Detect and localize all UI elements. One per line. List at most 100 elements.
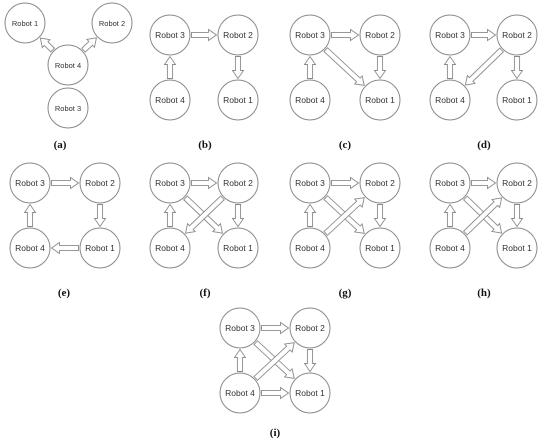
- node-r2: Robot 2: [217, 162, 259, 204]
- node-label: Robot 3: [225, 323, 255, 333]
- arrow-r3-to-r2: [471, 176, 497, 190]
- node-label: Robot 2: [365, 30, 395, 40]
- arrow-r2-to-r1: [510, 56, 524, 80]
- node-r4: Robot 4: [289, 79, 331, 121]
- node-r4: Robot 4: [219, 372, 261, 414]
- arrow-r2-to-r4: [464, 47, 505, 86]
- panel-caption: (b): [198, 139, 212, 151]
- node-r3: Robot 3: [289, 162, 331, 204]
- arrow-r3-to-r2: [51, 176, 80, 190]
- arrow-r2-to-r1: [373, 56, 387, 80]
- arrow-r3-to-r2: [191, 176, 218, 190]
- node-circle: [289, 14, 331, 56]
- arrow-r4-to-r3: [303, 55, 317, 79]
- panel-caption: (g): [339, 287, 352, 299]
- node-r4: Robot 4: [149, 79, 191, 121]
- node-circle: [429, 79, 471, 121]
- edges-d: [443, 28, 524, 86]
- node-r3: Robot 3: [429, 162, 471, 204]
- node-circle: [289, 79, 331, 121]
- edges-a: [39, 37, 98, 53]
- arrow-r4-to-r1: [261, 386, 290, 400]
- panel-caption: (c): [339, 139, 352, 151]
- node-label: Robot 1: [295, 388, 325, 398]
- panel-a: Robot 1 Robot 2 Robot 4 Robot 3 (a): [4, 2, 133, 151]
- arrow-r2-to-r1: [93, 204, 107, 228]
- node-label: Robot 2: [365, 178, 395, 188]
- node-circle: [79, 162, 121, 204]
- arrow-r4-to-r2: [323, 197, 365, 236]
- node-circle: [9, 162, 51, 204]
- node-label: Robot 4: [155, 243, 185, 253]
- node-circle: [359, 162, 401, 204]
- panel-caption: (e): [58, 287, 71, 299]
- node-r1: Robot 1: [217, 227, 259, 269]
- node-label: Robot 1: [85, 243, 115, 253]
- node-label: Robot 4: [435, 243, 465, 253]
- node-r2: Robot 2: [496, 14, 538, 56]
- arrow-r4-to-r3: [443, 203, 457, 227]
- node-r1: Robot 1: [4, 2, 46, 44]
- edges-h: [443, 176, 524, 236]
- arrow-r2-to-r4: [184, 195, 225, 234]
- node-label: Robot 2: [295, 323, 325, 333]
- node-label: Robot 4: [55, 61, 81, 70]
- node-label: Robot 1: [365, 95, 395, 105]
- node-circle: [217, 79, 259, 121]
- node-label: Robot 2: [223, 178, 253, 188]
- node-label: Robot 3: [435, 178, 465, 188]
- node-label: Robot 2: [85, 178, 115, 188]
- edges-i: [233, 321, 317, 400]
- arrow-r4-to-r1: [39, 37, 56, 53]
- node-label: Robot 3: [15, 178, 45, 188]
- node-circle: [429, 162, 471, 204]
- node-circle: [496, 14, 538, 56]
- node-circle: [217, 14, 259, 56]
- node-label: Robot 2: [99, 19, 125, 28]
- node-r2: Robot 2: [359, 162, 401, 204]
- node-label: Robot 4: [435, 95, 465, 105]
- node-r3: Robot 3: [149, 14, 191, 56]
- edges-e: [23, 176, 107, 255]
- arrow-r2-to-r1: [303, 349, 317, 373]
- node-circle: [149, 227, 191, 269]
- node-r3: Robot 3: [219, 307, 261, 349]
- node-circle: [289, 162, 331, 204]
- panel-caption: (f): [200, 287, 211, 299]
- node-circle: [289, 307, 331, 349]
- node-circle: [91, 2, 133, 44]
- node-r3: Robot 3: [289, 14, 331, 56]
- panel-caption: (a): [54, 139, 67, 151]
- node-r2: Robot 2: [217, 14, 259, 56]
- node-circle: [496, 227, 538, 269]
- arrow-r3-to-r2: [261, 321, 290, 335]
- arrow-r4-to-r2: [253, 342, 295, 381]
- panel-c: Robot 3 Robot 2 Robot 4 Robot 1 (c): [289, 14, 401, 151]
- arrow-r2-to-r1: [373, 204, 387, 228]
- node-r1: Robot 1: [79, 227, 121, 269]
- node-r2: Robot 2: [79, 162, 121, 204]
- arrow-r4-to-r3: [163, 55, 177, 79]
- node-circle: [429, 227, 471, 269]
- node-circle: [217, 227, 259, 269]
- node-circle: [289, 372, 331, 414]
- node-r2: Robot 2: [91, 2, 133, 44]
- node-r4: Robot 4: [429, 79, 471, 121]
- node-circle: [359, 14, 401, 56]
- arrow-r4-to-r3: [23, 203, 37, 227]
- node-label: Robot 4: [295, 243, 325, 253]
- arrow-r4-to-r3: [163, 203, 177, 227]
- node-label: Robot 3: [155, 30, 185, 40]
- node-circle: [289, 227, 331, 269]
- arrow-r3-to-r1: [323, 47, 365, 86]
- node-circle: [429, 14, 471, 56]
- node-circle: [149, 79, 191, 121]
- node-label: Robot 3: [435, 30, 465, 40]
- node-r3: Robot 3: [47, 87, 89, 129]
- node-circle: [359, 227, 401, 269]
